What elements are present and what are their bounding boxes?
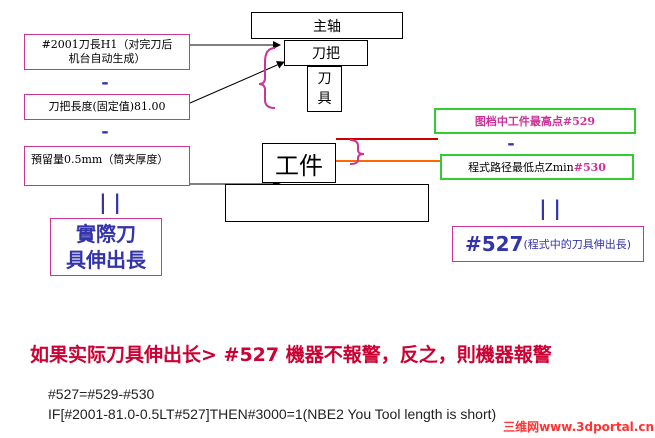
actual-length-box: 實際刀 具伸出長 (50, 218, 162, 276)
spindle-box: 主轴 (251, 12, 403, 39)
equals-sign-right: | | (530, 196, 570, 220)
reserve-box: 預留量0.5mm（筒夹厚度） (24, 146, 190, 186)
minus-sign-1: - (90, 71, 120, 93)
code-line-2: IF[#2001-81.0-0.5LT#527]THEN#3000=1(NBE2… (48, 406, 648, 424)
holder-label: 刀把 (312, 46, 340, 62)
holder-length-box: 刀把長度(固定值)81.00 (24, 94, 190, 120)
headline-text: 如果实际刀具伸出长> #527 機器不報警，反之，則機器報警 (30, 344, 552, 366)
highest-point-text: 图档中工件最高点#529 (474, 115, 596, 128)
headline: 如果实际刀具伸出长> #527 機器不報警，反之，則機器報警 (30, 340, 640, 368)
minus-sign-right-text: - (507, 132, 515, 154)
lowest-point-box: 程式路径最低点Zmin#530 (440, 154, 634, 180)
workpiece-box: 工件 (262, 143, 336, 183)
lowest-point-text: 程式路径最低点Zmin (468, 161, 574, 174)
minus-sign-2: - (90, 120, 120, 142)
tool-label: 刀 具 (317, 71, 332, 107)
minus-sign-2-text: - (101, 120, 109, 142)
holder-box: 刀把 (284, 40, 368, 66)
tool-length-h1-box: #2001刀長H1（对完刀后 机台自动生成） (24, 34, 190, 70)
equals-sign-left-text: | | (99, 190, 121, 214)
watermark-text: 三维网www.3dportal.cn (503, 420, 654, 434)
holder-length-text: 刀把長度(固定值)81.00 (48, 100, 166, 113)
pink-brace-left (258, 47, 276, 109)
arrow-holder-length (189, 61, 285, 104)
equals-sign-right-text: | | (539, 196, 561, 220)
code-line-2-text: IF[#2001-81.0-0.5LT#527]THEN#3000=1(NBE2… (48, 406, 497, 422)
result-box: #527(程式中的刀具伸出長) (452, 226, 644, 262)
code-line-1: #527=#529-#530 (48, 386, 348, 404)
minus-sign-1-text: - (101, 71, 109, 93)
workpiece-label: 工件 (275, 151, 323, 180)
tool-length-h1-text: #2001刀長H1（对完刀后 机台自动生成） (41, 38, 173, 65)
tool-box: 刀 具 (307, 66, 342, 112)
result-text: (程式中的刀具伸出長) (523, 238, 632, 251)
result-var: #527 (464, 232, 524, 256)
reserve-text: 預留量0.5mm（筒夹厚度） (31, 153, 169, 166)
pink-brace-right (349, 139, 365, 165)
highest-point-box: 图档中工件最高点#529 (434, 108, 636, 134)
spindle-label: 主轴 (313, 18, 341, 35)
lowest-point-var: #530 (573, 160, 606, 174)
actual-length-text: 實際刀 具伸出長 (66, 222, 146, 272)
equals-sign-left: | | (90, 190, 130, 214)
workpiece-base-box (225, 184, 429, 222)
code-line-1-text: #527=#529-#530 (48, 386, 155, 402)
minus-sign-right: - (496, 132, 526, 154)
watermark: 三维网www.3dportal.cn (484, 418, 654, 436)
